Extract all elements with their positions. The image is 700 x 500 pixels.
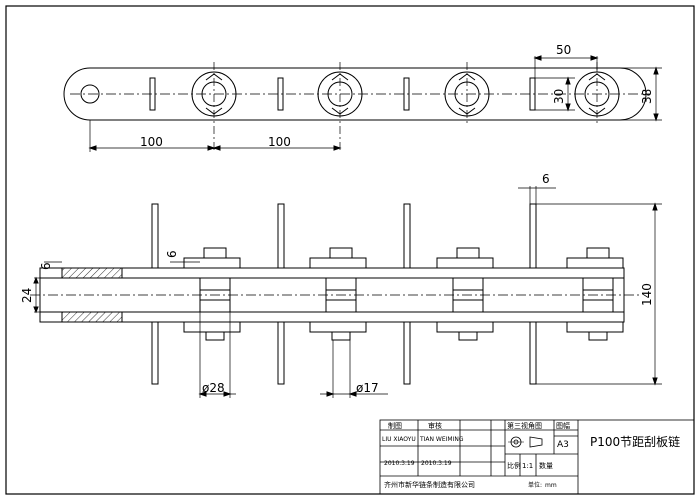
side-view [30, 186, 662, 398]
title-scale-label: 比例 [507, 461, 521, 470]
dim-label-thickness-mid: 6 [165, 250, 179, 258]
dim-arrows [565, 76, 571, 112]
pin-head [203, 247, 227, 259]
top-view [63, 55, 662, 152]
dim-label-thickness-top: 6 [542, 172, 550, 186]
dim-label-scraper-width: 50 [556, 43, 571, 57]
link-plate [183, 321, 241, 333]
link-plate [309, 321, 367, 333]
title-drawn-name: LIU XIAOYU [382, 436, 416, 443]
cotter-pin [205, 331, 225, 341]
title-drawing-name: P100节距刮板链 [590, 434, 680, 449]
title-projection-label: 第三视角图 [507, 421, 542, 430]
pin-head [456, 247, 480, 259]
link-plate [309, 257, 367, 269]
dim-label-plate-height: 38 [640, 89, 654, 104]
link-plate [436, 257, 494, 269]
dim-label-thickness-left: 6 [39, 262, 53, 270]
cotter-pin [458, 331, 478, 341]
title-block [379, 419, 695, 495]
dim-label-pitch-right: 100 [268, 135, 291, 149]
link-plate [183, 257, 241, 269]
dim-label-pin-dia: ø17 [356, 381, 379, 395]
title-checked-name: TIAN WEIMING [419, 436, 464, 443]
title-scale-value: 1:1 [522, 462, 533, 470]
title-sheet-label: 图幅 [556, 421, 570, 430]
title-company: 齐州市新华链条制造有限公司 [384, 480, 475, 489]
cotter-pin [331, 331, 351, 341]
link-plate [566, 321, 624, 333]
dim-arrows [652, 202, 658, 386]
title-block-frame [379, 419, 695, 495]
dim-label-roller-dia: ø28 [202, 381, 225, 395]
title-drawn-date: 2010.3.19 [384, 460, 415, 467]
title-checked-date: 2010.3.19 [421, 460, 452, 467]
pin-head [329, 247, 353, 259]
pin-head [586, 247, 610, 259]
dim-arrows [653, 66, 659, 122]
dim-label-pin-gap: 24 [20, 288, 34, 303]
link-plate [436, 321, 494, 333]
cotter-pin [588, 331, 608, 341]
dim-arrows [533, 55, 599, 61]
dim-arrows [198, 391, 232, 397]
dim-arrows [33, 276, 39, 314]
drawing-frame [5, 5, 695, 495]
dim-label-scraper-span: 140 [640, 283, 654, 306]
title-qty-label: 数量 [539, 461, 553, 470]
link-plate [566, 257, 624, 269]
title-drawn-label: 制图 [388, 421, 402, 430]
dim-arrows [326, 391, 357, 397]
title-unit-label: 单位: [528, 481, 542, 489]
section-hatch [61, 311, 123, 323]
dim-label-pitch-left: 100 [140, 135, 163, 149]
top-pin-hole [80, 84, 100, 104]
dim-label-inner-height: 30 [552, 89, 566, 104]
title-unit: mm [545, 482, 557, 489]
title-checked-label: 审核 [428, 421, 442, 430]
title-sheet-size: A3 [557, 440, 569, 450]
section-hatch [61, 267, 123, 279]
dim-arrows [88, 145, 342, 151]
